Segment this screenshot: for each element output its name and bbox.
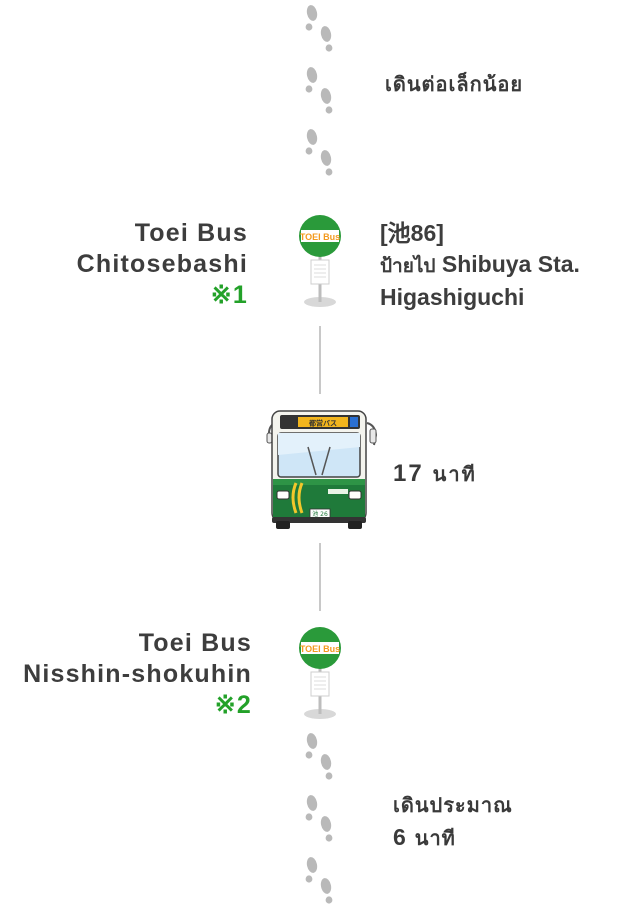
walk-start-text: เดินต่อเล็กน้อย: [385, 72, 524, 96]
walk-end-line2: 6 นาที: [393, 821, 513, 854]
footsteps-icon: [300, 126, 340, 178]
walk-end-duration-unit: นาที: [414, 826, 456, 850]
direction-dest-line2: Higashiguchi: [380, 284, 525, 310]
route-info: [池86] ป้ายไป Shibuya Sta. Higashiguchi: [380, 218, 580, 313]
bus-plate: 池 26: [312, 510, 328, 518]
footsteps-icon: [300, 2, 340, 54]
footsteps-icon: [300, 730, 340, 782]
bus-stop-sign-icon: TOEI Bus: [297, 212, 343, 310]
alighting-stop-name: Toei Bus Nisshin-shokuhin ※2: [23, 628, 252, 721]
direction-line: ป้ายไป Shibuya Sta.: [380, 249, 580, 282]
boarding-stop-name: Toei Bus Chitosebashi ※1: [77, 218, 248, 311]
boarding-stop-line2: Chitosebashi: [76, 250, 248, 278]
ride-duration-unit: นาที: [432, 462, 477, 486]
boarding-stop-line1: Toei Bus: [134, 219, 248, 247]
footsteps-icon: [300, 64, 340, 116]
route-number: [池86]: [380, 220, 444, 246]
toei-bus-icon: 都営バス 池 26: [266, 407, 381, 529]
walk-end-line1: เดินประมาณ: [393, 793, 513, 817]
direction-dest-line1: Shibuya Sta.: [441, 251, 580, 277]
walk-end-duration-number: 6: [393, 824, 407, 850]
footsteps-icon: [300, 792, 340, 844]
bus-stop-sign-icon: TOEI Bus: [297, 624, 343, 722]
boarding-stop-note: ※1: [210, 281, 248, 309]
route-line: [319, 326, 321, 394]
alighting-stop-line2: Nisshin-shokuhin: [23, 660, 252, 688]
ride-duration: 17 นาที: [393, 458, 477, 490]
footsteps-icon: [300, 854, 340, 906]
alighting-stop-note: ※2: [214, 691, 252, 719]
ride-duration-number: 17: [393, 460, 424, 487]
bus-header-text: 都営バス: [308, 419, 337, 428]
direction-prefix: ป้ายไป: [380, 255, 436, 277]
walk-end-text: เดินประมาณ 6 นาที: [393, 789, 513, 854]
sign-label: TOEI Bus: [300, 232, 340, 242]
sign-label: TOEI Bus: [300, 644, 340, 654]
route-line: [319, 543, 321, 611]
alighting-stop-line1: Toei Bus: [138, 629, 252, 657]
